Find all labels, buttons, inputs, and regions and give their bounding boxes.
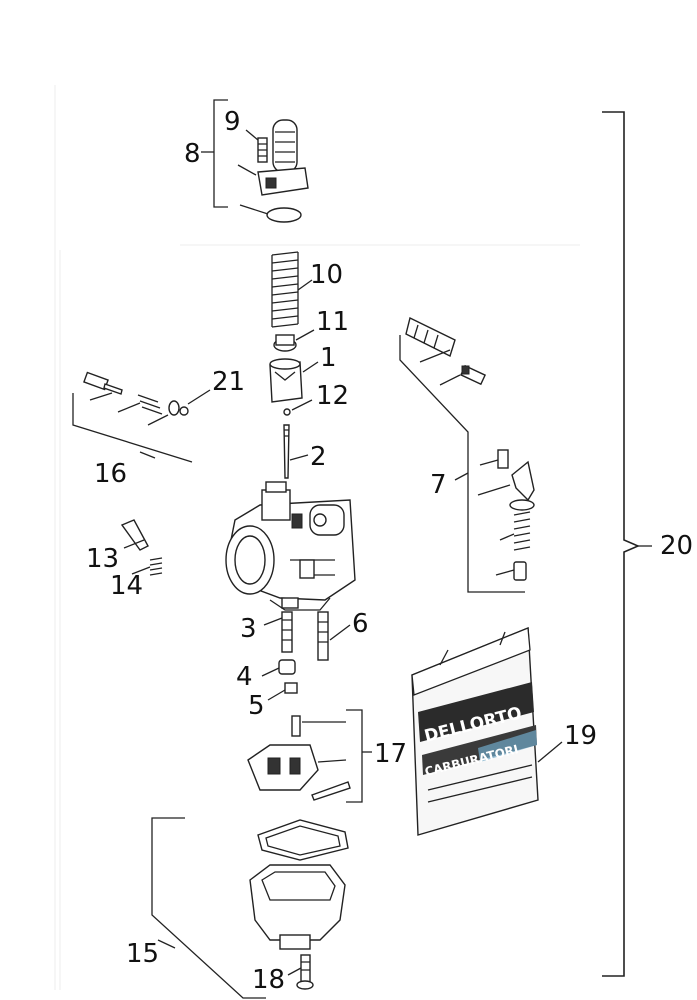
callout-20: 20	[660, 531, 693, 561]
callout-3: 3	[240, 614, 257, 644]
callout-8: 8	[184, 139, 201, 169]
part-4-atomizer	[261, 659, 296, 677]
callout-4: 4	[236, 662, 253, 692]
callout-13: 13	[86, 544, 119, 574]
part-19-gasket-kit-bag	[411, 626, 563, 836]
part-14-small-spring	[131, 557, 163, 576]
callout-10: 10	[310, 260, 343, 290]
part-7-starter-assembly	[399, 316, 535, 593]
part-18-bowl-screw	[287, 954, 314, 990]
callout-7: 7	[430, 470, 447, 500]
part-13-lever	[120, 519, 149, 551]
part-16-mixture-screw-set	[72, 371, 211, 463]
callout-18: 18	[252, 965, 285, 995]
scan-border-lines	[54, 85, 580, 990]
callout-12: 12	[316, 381, 349, 411]
callout-16: 16	[94, 459, 127, 489]
callout-2: 2	[310, 442, 327, 472]
part-10-spring	[271, 251, 313, 328]
part-11-retainer	[273, 329, 315, 352]
part-6-idle-screw	[317, 611, 351, 661]
callout-labels: 9 8 10 11 1 21 12 2 16 7 20 13 14 3 6 4 …	[86, 107, 693, 995]
callout-5: 5	[248, 691, 265, 721]
part-1-throttle-valve	[269, 358, 319, 403]
callout-1: 1	[320, 343, 337, 373]
part-20-complete-carburetor-bracket	[602, 111, 652, 977]
part-5-main-jet	[267, 682, 298, 701]
part-15-float-bowl	[151, 817, 349, 999]
callout-6: 6	[352, 609, 369, 639]
part-2-needle	[283, 424, 309, 479]
callout-21: 21	[212, 367, 245, 397]
callout-15: 15	[126, 939, 159, 969]
carburetor-body	[225, 481, 356, 611]
callout-9: 9	[224, 107, 241, 137]
callout-17: 17	[374, 739, 407, 769]
callout-19: 19	[564, 721, 597, 751]
part-12-clip	[283, 399, 313, 416]
callout-11: 11	[316, 307, 349, 337]
part-3-main-jet-holder	[263, 611, 293, 653]
part-8-top-assembly	[201, 99, 309, 223]
part-17-float-assembly	[247, 709, 372, 803]
callout-14: 14	[110, 571, 143, 601]
